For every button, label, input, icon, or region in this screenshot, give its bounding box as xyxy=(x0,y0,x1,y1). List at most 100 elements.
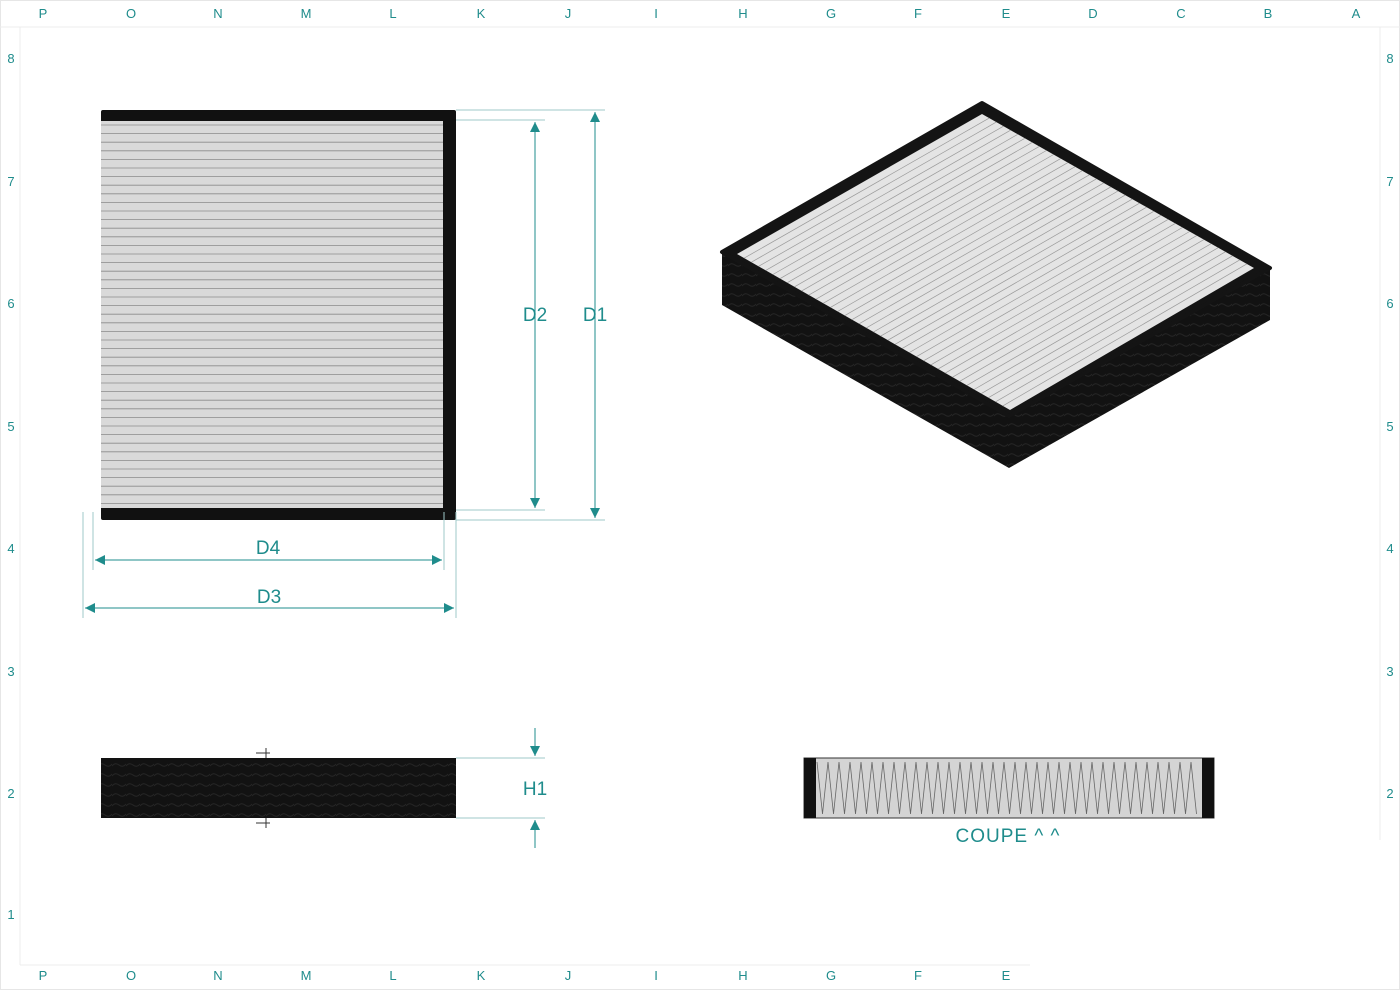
row-label: 2 xyxy=(7,786,14,801)
section-view: COUPE ^ ^ xyxy=(803,757,1215,847)
column-label: O xyxy=(126,6,136,21)
column-label: K xyxy=(477,968,486,983)
column-label: P xyxy=(39,6,48,21)
column-label: N xyxy=(213,968,222,983)
iso-pleat-line xyxy=(894,202,1140,345)
row-label: 8 xyxy=(1386,51,1393,66)
column-label: N xyxy=(213,6,222,21)
iso-pleat-line xyxy=(772,133,1018,275)
row-label: 5 xyxy=(1386,419,1393,434)
column-label: C xyxy=(1176,6,1185,21)
column-label: E xyxy=(1002,968,1011,983)
iso-pleat-line xyxy=(808,154,1054,296)
row-label: 6 xyxy=(7,296,14,311)
iso-pleat-line xyxy=(916,214,1162,357)
iso-pleat-line xyxy=(794,146,1040,288)
column-label: L xyxy=(389,6,396,21)
column-label: J xyxy=(565,968,572,983)
column-label: F xyxy=(914,968,922,983)
iso-pleat-line xyxy=(858,182,1104,325)
iso-pleat-line xyxy=(887,198,1133,341)
iso-pleat-line xyxy=(930,223,1176,366)
column-label: M xyxy=(301,6,312,21)
iso-pleat-line xyxy=(751,121,997,263)
row-label: 7 xyxy=(7,174,14,189)
column-label: F xyxy=(914,6,922,21)
iso-pleat-line xyxy=(923,219,1169,362)
iso-pleat-line xyxy=(801,150,1047,292)
iso-pleat-line xyxy=(1002,263,1247,407)
column-label: O xyxy=(126,968,136,983)
row-label: 7 xyxy=(1386,174,1393,189)
left-row-labels: 8 7 6 5 4 3 2 1 xyxy=(7,51,14,922)
iso-pleat-line xyxy=(959,239,1205,382)
column-label: G xyxy=(826,968,836,983)
iso-pleat-line xyxy=(823,162,1069,304)
row-label: 4 xyxy=(1386,541,1393,556)
filter-side-foam xyxy=(101,758,456,818)
dimension-label-d2: D2 xyxy=(523,305,547,326)
iso-pleat-line xyxy=(830,166,1076,308)
column-label: B xyxy=(1264,6,1273,21)
section-frame-left xyxy=(804,758,816,818)
iso-pleat-line xyxy=(909,210,1154,353)
row-label: 4 xyxy=(7,541,14,556)
row-label: 3 xyxy=(1386,664,1393,679)
iso-pleat-line xyxy=(902,206,1147,349)
iso-pleat-line xyxy=(744,117,990,259)
row-label: 2 xyxy=(1386,786,1393,801)
iso-pleat-line xyxy=(945,231,1190,374)
column-label: H xyxy=(738,6,747,21)
iso-pleat-line xyxy=(758,125,1004,267)
section-pleat-zigzag xyxy=(816,761,1197,815)
row-label: 8 xyxy=(7,51,14,66)
column-label: L xyxy=(389,968,396,983)
dimension-d2: D2 xyxy=(456,119,547,511)
isometric-view xyxy=(720,101,1272,468)
row-label: 6 xyxy=(1386,296,1393,311)
right-row-labels: 8 7 6 5 4 3 2 xyxy=(1386,51,1393,801)
column-label: H xyxy=(738,968,747,983)
front-view xyxy=(101,110,456,520)
iso-right-side xyxy=(1009,268,1270,468)
iso-pleat-line xyxy=(765,129,1011,271)
column-label: D xyxy=(1088,6,1097,21)
iso-pleat-lines xyxy=(744,117,1247,407)
column-label: G xyxy=(826,6,836,21)
iso-pleat-line xyxy=(787,142,1033,284)
section-label: COUPE ^ ^ xyxy=(956,826,1061,847)
column-label: A xyxy=(1352,6,1361,21)
top-column-labels: P O N M L K J I H G F E D C B A xyxy=(39,6,1361,21)
dimension-h1: H1 xyxy=(456,728,547,848)
column-label: I xyxy=(654,968,658,983)
bottom-column-labels: P O N M L K J I H G F E xyxy=(39,968,1011,983)
iso-pleat-line xyxy=(844,174,1090,316)
iso-pleat-line xyxy=(866,186,1111,329)
iso-pleat-line xyxy=(938,227,1183,370)
iso-pleat-line xyxy=(995,259,1240,403)
column-label: P xyxy=(39,968,48,983)
column-label: M xyxy=(301,968,312,983)
iso-pleat-line xyxy=(851,178,1097,321)
dimension-label-d3: D3 xyxy=(257,587,281,608)
iso-pleat-line xyxy=(815,158,1061,300)
section-frame-right xyxy=(1202,758,1214,818)
iso-pleat-line xyxy=(779,137,1026,279)
iso-pleat-line xyxy=(988,255,1233,399)
column-label: J xyxy=(565,6,572,21)
dimension-d4: D4 xyxy=(92,512,445,570)
column-label: E xyxy=(1002,6,1011,21)
column-label: I xyxy=(654,6,658,21)
iso-pleat-line xyxy=(981,251,1226,394)
row-label: 3 xyxy=(7,664,14,679)
side-view xyxy=(101,748,456,828)
iso-pleat-line xyxy=(973,247,1219,390)
row-label: 1 xyxy=(7,907,14,922)
iso-pleat-line xyxy=(873,190,1119,333)
dimension-d3: D3 xyxy=(82,512,457,618)
iso-pleat-line xyxy=(966,243,1212,386)
dimension-label-d4: D4 xyxy=(256,538,281,559)
dimension-d1: D1 xyxy=(456,109,607,521)
dimension-label-d1: D1 xyxy=(583,305,607,326)
